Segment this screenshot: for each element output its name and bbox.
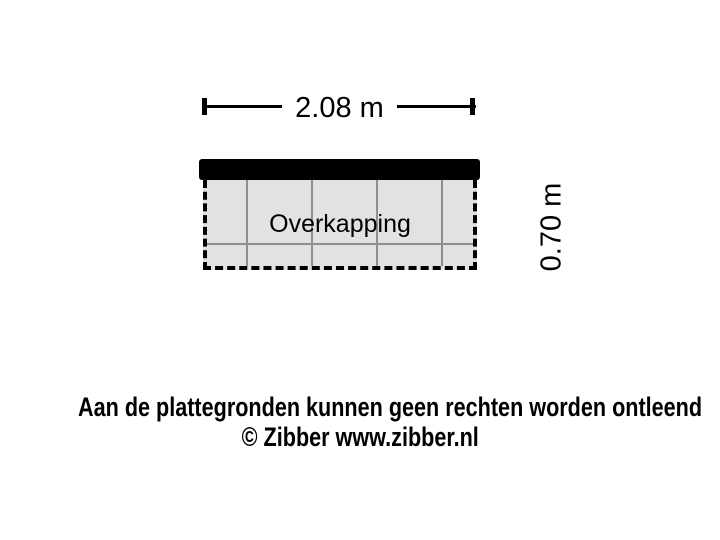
width-dimension-tick-right	[470, 98, 475, 115]
height-dimension-text: 0.70 m	[535, 182, 567, 271]
tile-grid-line-vertical	[441, 180, 443, 266]
tile-grid-line-vertical	[311, 180, 313, 266]
height-dimension-label: 0.70 m	[529, 166, 574, 287]
copyright-text: © Zibber www.zibber.nl	[241, 422, 479, 452]
tile-grid-line-vertical	[246, 180, 248, 266]
roof-edge-wall	[199, 159, 480, 180]
width-dimension-tick-left	[202, 98, 207, 115]
width-dimension-label: 2.08 m	[282, 90, 397, 126]
overkapping-area: Overkapping	[203, 180, 477, 270]
tile-grid-line-vertical	[376, 180, 378, 266]
room-label: Overkapping	[269, 210, 411, 238]
tile-grid-line-horizontal	[207, 243, 473, 245]
disclaimer-text: Aan de plattegronden kunnen geen rechten…	[78, 392, 703, 422]
